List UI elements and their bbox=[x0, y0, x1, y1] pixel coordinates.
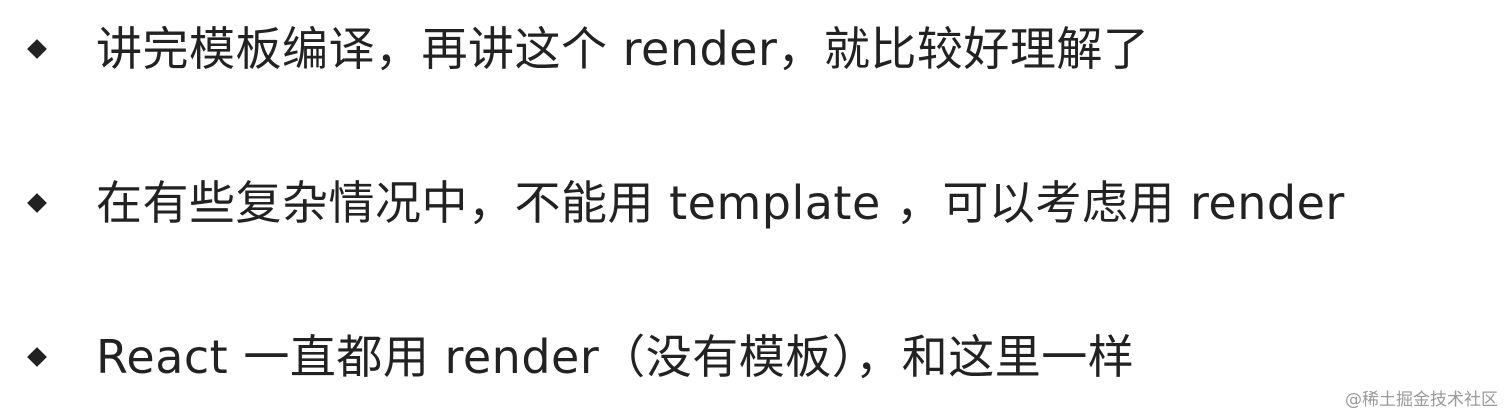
diamond-bullet-icon bbox=[27, 193, 47, 213]
bullet-item-2: 在有些复杂情况中，不能用 template ，可以考虑用 render bbox=[24, 168, 1345, 238]
bullet-text: 讲完模板编译，再讲这个 render，就比较好理解了 bbox=[96, 22, 1150, 76]
bullet-item-1: 讲完模板编译，再讲这个 render，就比较好理解了 bbox=[24, 14, 1149, 84]
watermark: @稀土掘金技术社区 bbox=[1345, 390, 1498, 410]
bullet-text: 在有些复杂情况中，不能用 template ，可以考虑用 render bbox=[96, 176, 1345, 230]
bullet-text: React 一直都用 render（没有模板），和这里一样 bbox=[96, 330, 1135, 384]
bullet-item-3: React 一直都用 render（没有模板），和这里一样 bbox=[24, 322, 1134, 392]
diamond-bullet-icon bbox=[27, 347, 47, 367]
diamond-bullet-icon bbox=[27, 39, 47, 59]
